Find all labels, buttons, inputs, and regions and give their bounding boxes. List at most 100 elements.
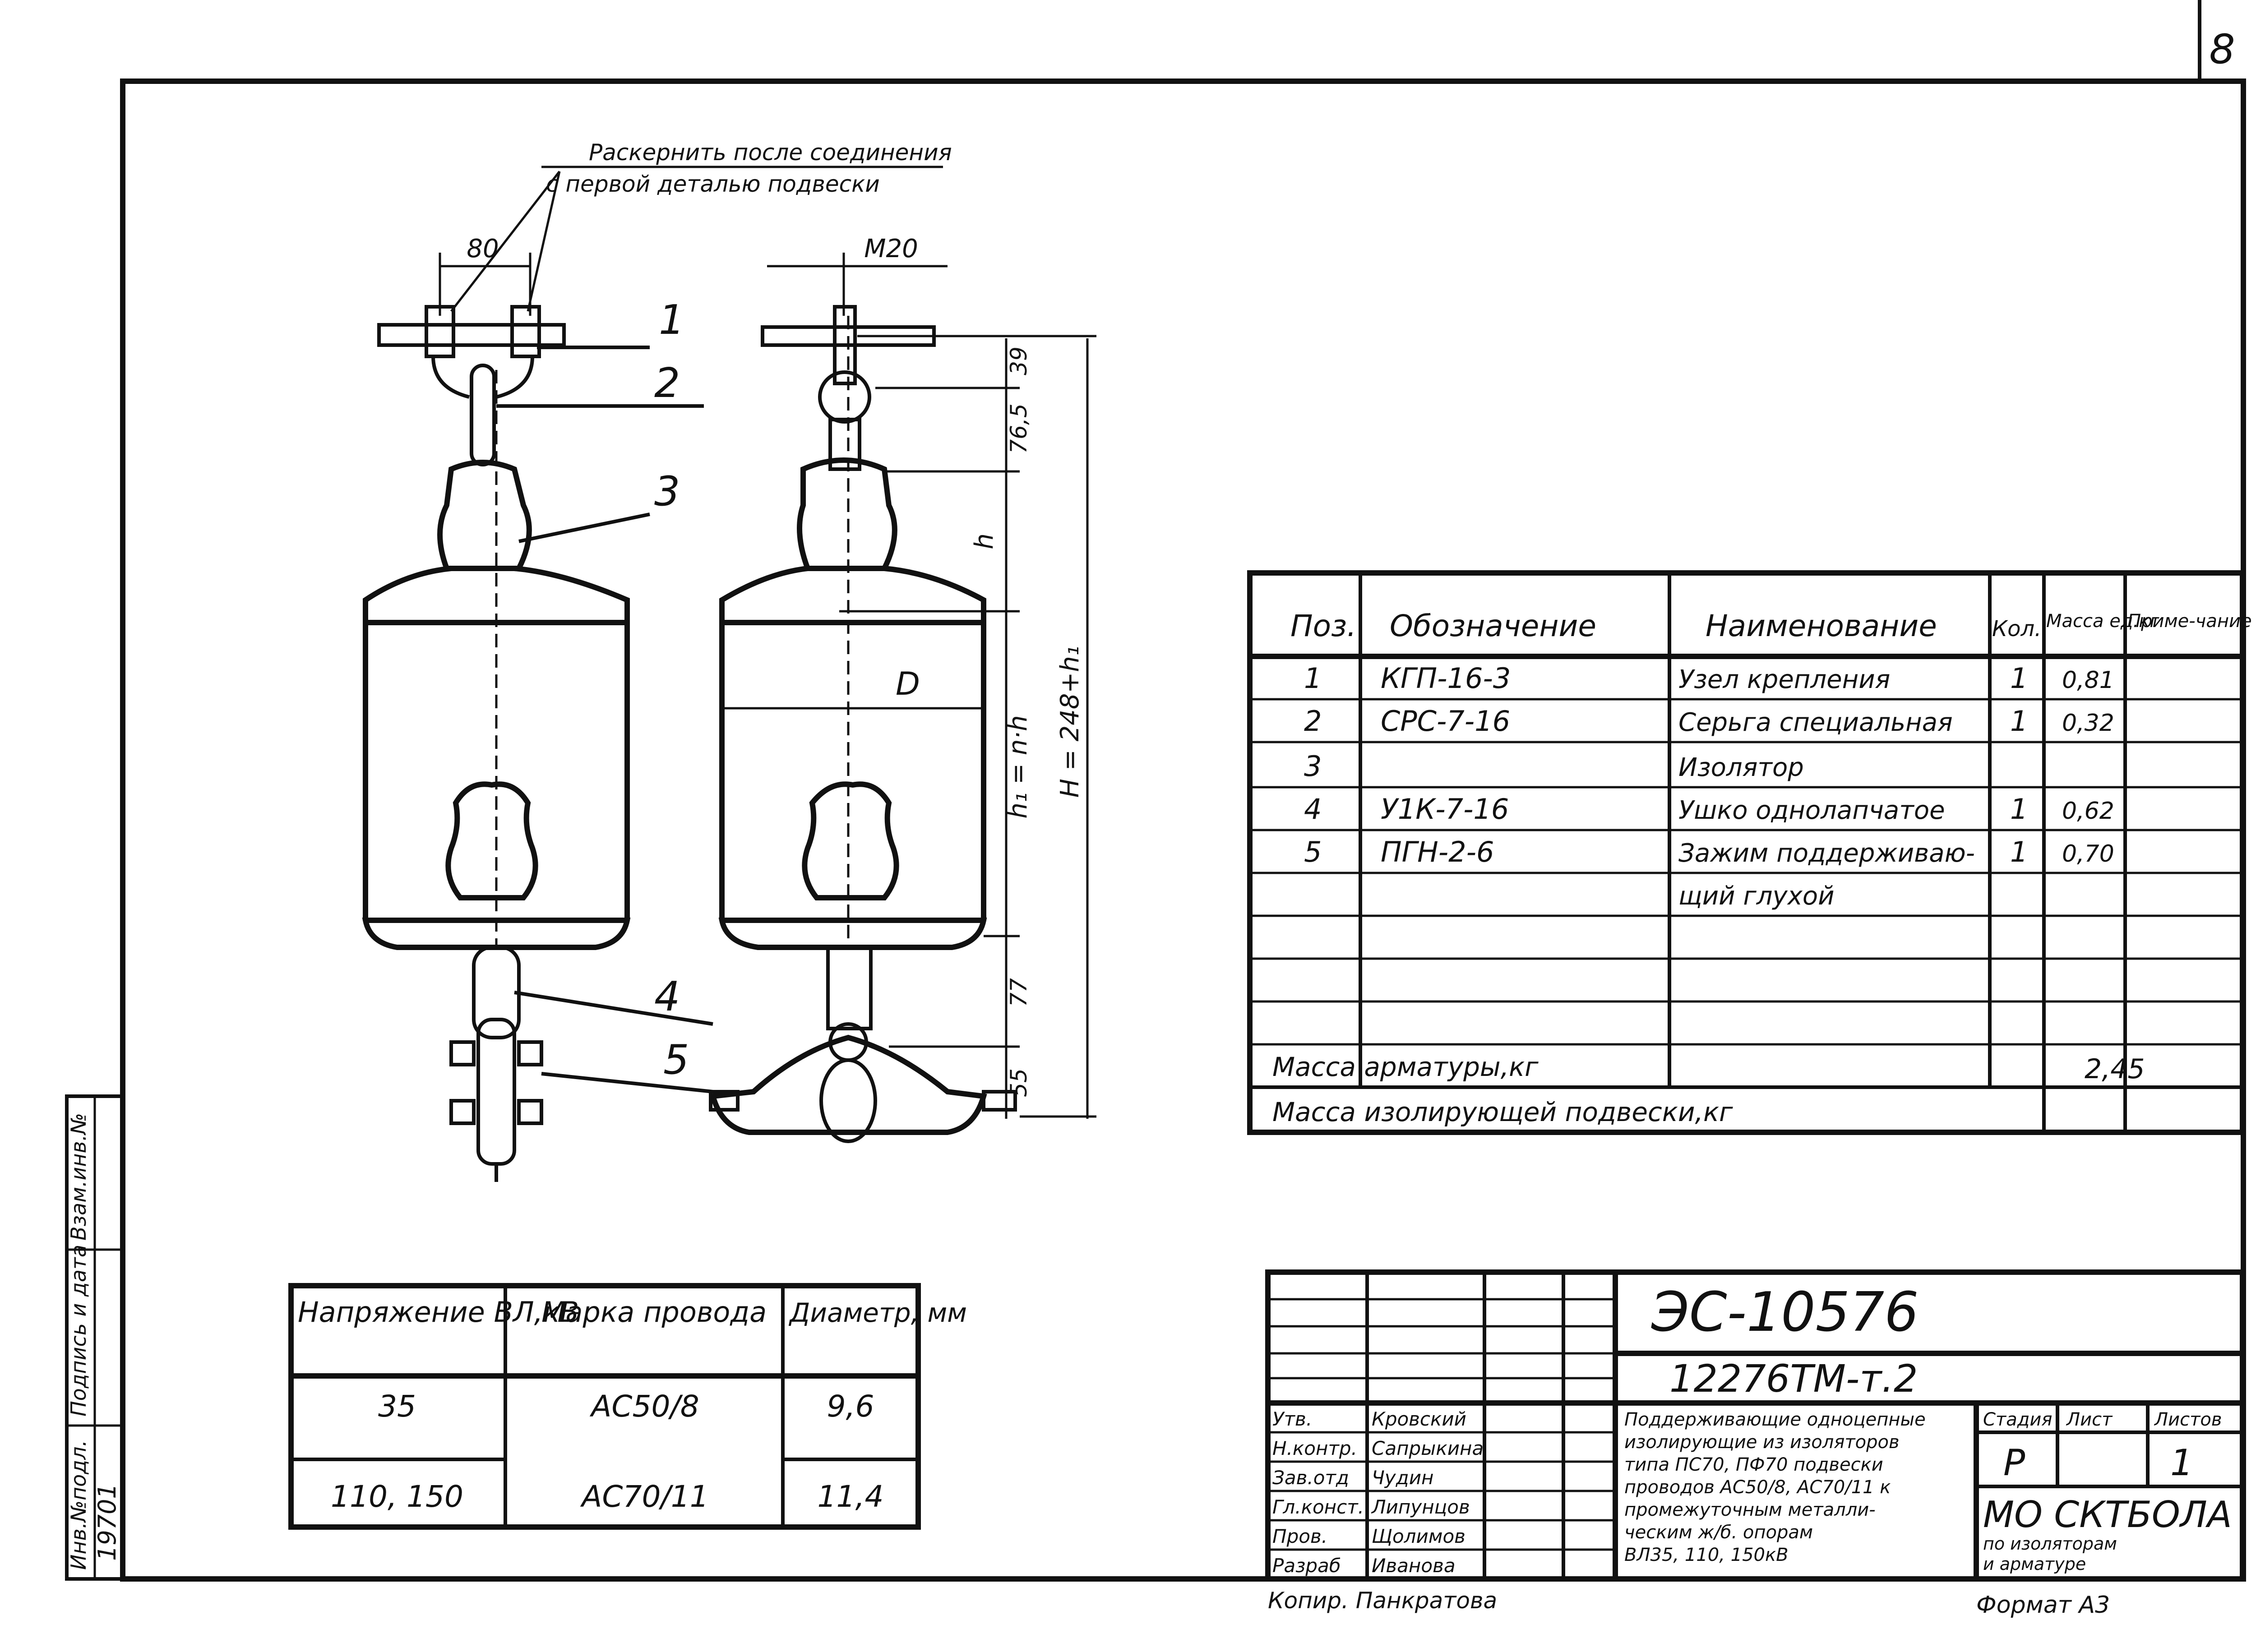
insulator-front-view: 80 [362, 234, 631, 1182]
desc-4: проводов АС50/8, АС70/11 к [1624, 1477, 1891, 1498]
callout-2: 2 [654, 360, 680, 407]
hdr-pos: Поз. [1290, 609, 1356, 643]
wire-r1-brand: АС50/8 [589, 1389, 699, 1424]
sheet-value: 1 [2170, 1442, 2193, 1484]
dim-76-5: 76,5 [1006, 403, 1032, 453]
row1-name: Узел крепления [1678, 665, 1890, 694]
wire-r2-brand: АС70/11 [580, 1479, 708, 1514]
wire-hdr-brand: Марка провода [541, 1296, 767, 1329]
row5-qty: 1 [2010, 835, 2028, 868]
dim-h1: h₁ = n·h [1003, 715, 1033, 818]
role-5: Пров. [1272, 1525, 1327, 1547]
row2-name: Серьга специальная [1678, 708, 1953, 737]
hdr-note: Приме-чание [2127, 611, 2252, 632]
row2-des: СРС-7-16 [1381, 705, 1510, 738]
hdr-qty: Кол. [1992, 616, 2041, 641]
name-1: Кровский [1372, 1408, 1466, 1430]
org-sub2: и арматуре [1983, 1554, 2086, 1574]
doc-subcode: 12276ТМ-т.2 [1669, 1357, 1918, 1401]
row1-pos: 1 [1304, 662, 1322, 695]
dim-m20: М20 [864, 234, 918, 263]
wire-hdr-voltage: Напряжение ВЛ,кВ [298, 1296, 579, 1329]
desc-7: ВЛ35, 110, 150кВ [1624, 1545, 1789, 1565]
row6-name: щий глухой [1678, 881, 1835, 911]
stage-value: Р [2003, 1442, 2025, 1484]
row2-pos: 2 [1304, 705, 1322, 738]
row5-name: Зажим поддерживаю- [1678, 839, 1975, 868]
copied-by: Копир. Панкратова [1268, 1587, 1497, 1614]
desc-1: Поддерживающие одноцепные [1624, 1409, 1926, 1430]
hdr-mass: Масса ед.кг [2046, 611, 2159, 632]
wire-r2-diameter: 11,4 [818, 1479, 884, 1514]
role-4: Гл.конст. [1272, 1496, 1364, 1518]
callout-leader-2 [527, 171, 561, 312]
row3-pos: 3 [1304, 750, 1322, 783]
stamp-cell-1: Взам.инв.№ [66, 1113, 91, 1241]
dim-55: 55 [1006, 1068, 1032, 1097]
hdr-designation: Обозначение [1390, 609, 1596, 643]
row4-mass: 0,62 [2062, 798, 2114, 825]
callout-line2: с первой деталью подвески [546, 171, 880, 197]
spec-table: Поз. Обозначение Наименование Кол. Масса… [1247, 570, 2252, 1135]
sheet-label: Лист [2066, 1409, 2113, 1430]
row4-qty: 1 [2010, 793, 2028, 826]
insulator-side-view: М20 D [709, 234, 1017, 1143]
dim-77: 77 [1006, 978, 1032, 1007]
org-sub1: по изоляторам [1983, 1534, 2117, 1554]
name-3: Чудин [1372, 1467, 1433, 1489]
callout-3: 3 [654, 468, 680, 515]
row1-des: КГП-16-3 [1381, 662, 1511, 695]
callout-leader-1 [450, 171, 560, 312]
stamp-cell-2: Подпись и дата [66, 1245, 91, 1417]
role-2: Н.контр. [1272, 1437, 1357, 1459]
role-3: Зав.отд [1272, 1467, 1349, 1489]
name-4: Липунцов [1371, 1496, 1470, 1518]
row2-qty: 1 [2010, 705, 2028, 738]
row4-des: У1К-7-16 [1381, 793, 1509, 826]
dimension-chain: 39 76,5 h h₁ = n·h H = 248+h₁ 77 55 [839, 335, 1096, 1119]
org-name: МО СКТБОЛА [1983, 1494, 2232, 1536]
sheets-label: Листов [2154, 1409, 2222, 1430]
desc-5: промежуточным металли- [1624, 1500, 1876, 1520]
row4-name: Ушко однолапчатое [1678, 796, 1945, 825]
mass-fittings-value: 2,45 [2085, 1053, 2145, 1085]
dim-39: 39 [1006, 346, 1032, 375]
format-label: Формат А3 [1976, 1592, 2110, 1619]
dim-D: D [896, 665, 920, 702]
wire-r1-diameter: 9,6 [827, 1389, 874, 1424]
hdr-name: Наименование [1706, 609, 1937, 643]
doc-code: ЭС-10576 [1651, 1281, 1919, 1344]
position-callouts: 1 2 3 4 5 [496, 296, 713, 1094]
mass-fittings-label: Масса арматуры,кг [1272, 1052, 1539, 1082]
wire-r1-voltage: 35 [378, 1389, 416, 1424]
row5-des: ПГН-2-6 [1381, 835, 1494, 868]
mass-suspension-label: Масса изолирующей подвески,кг [1272, 1097, 1733, 1127]
name-6: Иванова [1372, 1555, 1456, 1577]
callout-4: 4 [654, 973, 680, 1020]
title-block: ЭС-10576 12276ТМ-т.2 Утв. Кровский Н.кон… [1265, 1269, 2245, 1582]
name-5: Щолимов [1372, 1525, 1465, 1547]
row5-pos: 5 [1304, 835, 1322, 868]
row1-qty: 1 [2010, 662, 2028, 695]
stamp-cell-3: Инв.№подл. [66, 1440, 91, 1570]
wire-hdr-diameter: Диаметр, мм [788, 1297, 967, 1328]
row3-name: Изолятор [1678, 753, 1804, 782]
role-6: Разраб [1272, 1555, 1341, 1577]
name-2: Сапрыкина [1372, 1437, 1484, 1459]
dim-80: 80 [467, 234, 499, 263]
row1-mass: 0,81 [2062, 667, 2114, 694]
stamp-inv-value: 19701 [93, 1483, 121, 1561]
dim-H: H = 248+h₁ [1055, 646, 1085, 798]
desc-3: типа ПС70, ПФ70 подвески [1624, 1454, 1883, 1475]
wire-table: Напряжение ВЛ,кВ Марка провода Диаметр, … [288, 1283, 967, 1530]
row2-mass: 0,32 [2062, 710, 2114, 737]
sheet-corner-number: 8 [2209, 26, 2235, 73]
corner-box [2198, 0, 2243, 83]
wire-r2-voltage: 110, 150 [331, 1479, 463, 1514]
stage-label: Стадия [1983, 1409, 2052, 1430]
role-1: Утв. [1272, 1408, 1312, 1430]
desc-2: изолирующие из изоляторов [1624, 1432, 1900, 1453]
row4-pos: 4 [1304, 793, 1322, 826]
callout-5: 5 [663, 1036, 689, 1084]
dim-h: h [970, 533, 999, 549]
